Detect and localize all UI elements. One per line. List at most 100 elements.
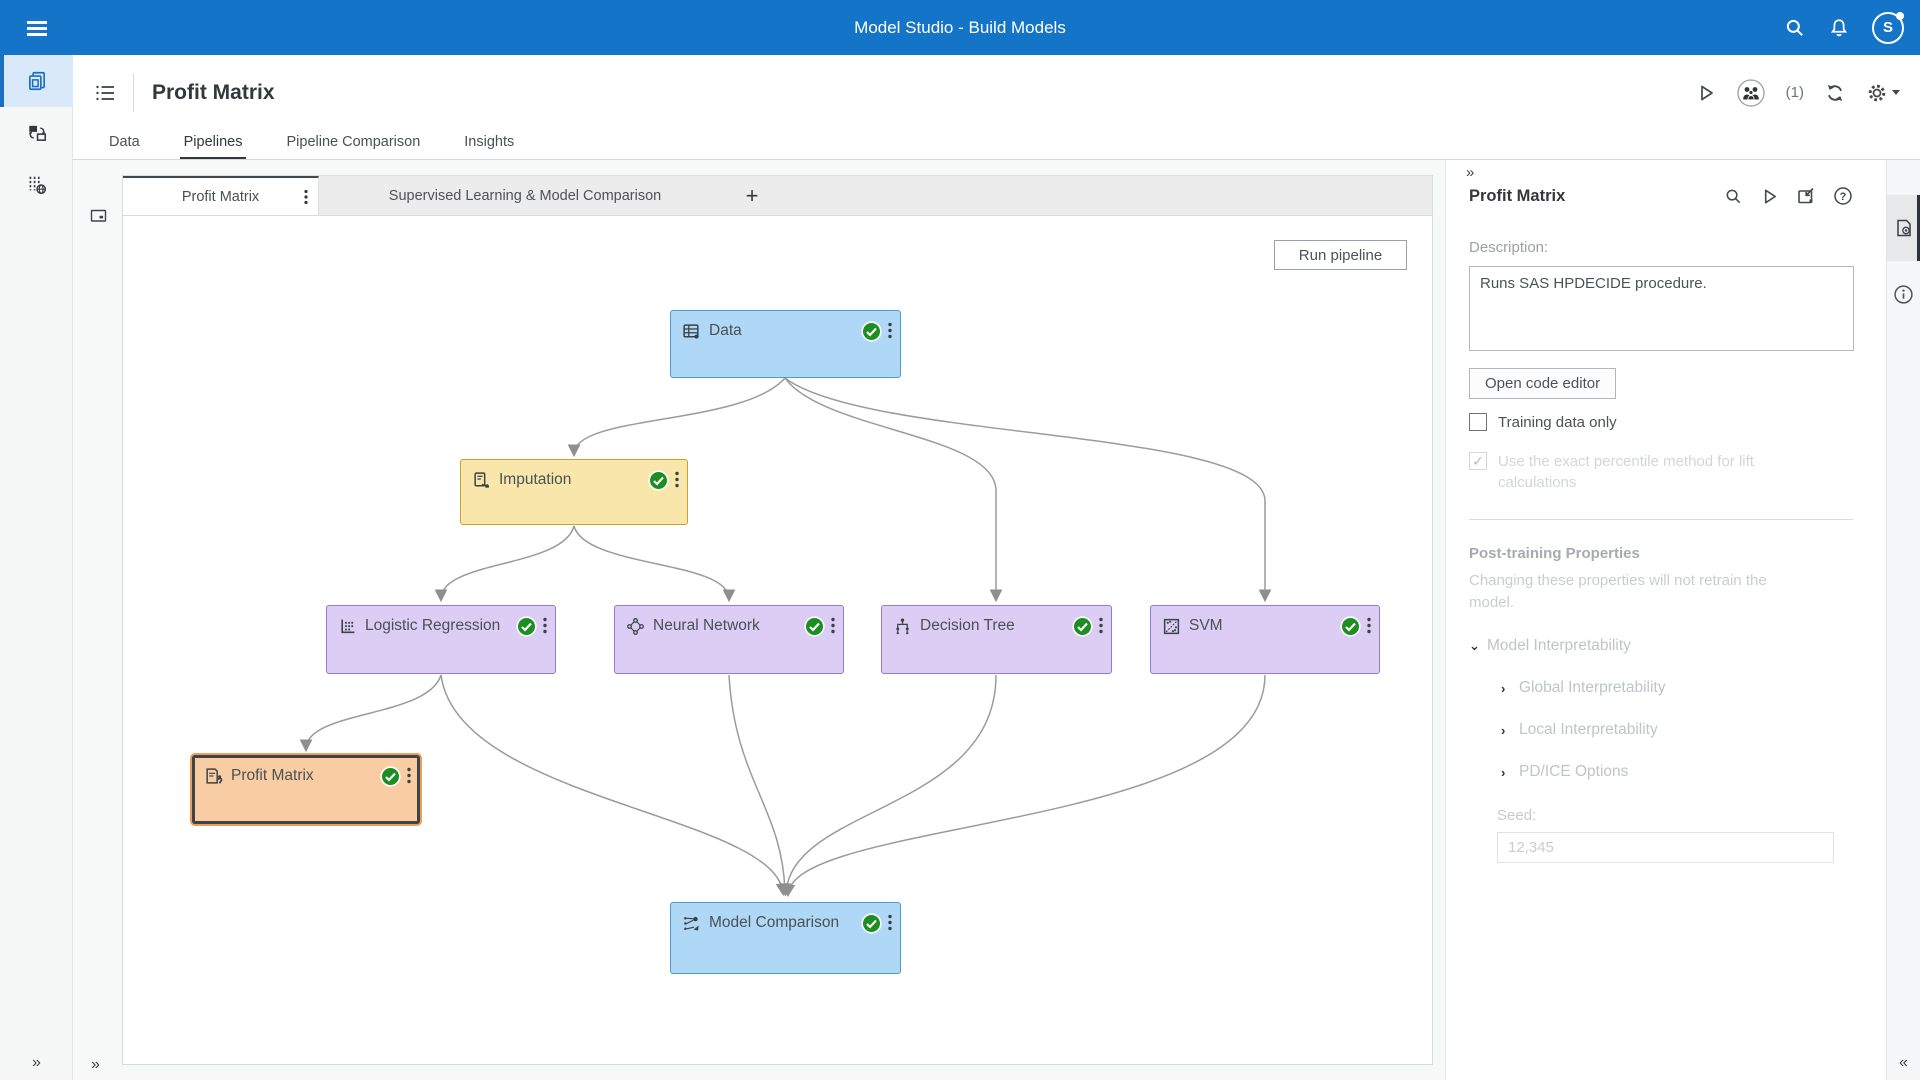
node-label: Data: [709, 321, 855, 340]
sidebar-item-build-models[interactable]: [0, 55, 73, 107]
exact-percentile-checkbox: ✓: [1469, 452, 1487, 470]
strip-expand-chevrons[interactable]: «: [1887, 1054, 1920, 1072]
logistic-regression-icon: [338, 617, 357, 636]
post-training-note: Changing these properties will not retra…: [1469, 570, 1809, 614]
node-svm[interactable]: SVM: [1150, 605, 1380, 674]
avatar-status-dot: [1896, 12, 1904, 20]
exact-percentile-label: Use the exact percentile method for lift…: [1498, 452, 1828, 493]
description-label: Description:: [1469, 239, 1853, 256]
data-table-icon: [682, 322, 701, 341]
imputation-icon: [472, 471, 491, 490]
sidebar-item-exchange[interactable]: [0, 107, 73, 159]
section-global-interpretability[interactable]: › Global Interpretability: [1501, 679, 1853, 697]
add-pipeline-button[interactable]: +: [731, 176, 773, 215]
chevron-down-icon: [1892, 90, 1900, 95]
success-status-icon: [804, 616, 825, 637]
header-divider: [133, 74, 134, 112]
settings-gear-menu[interactable]: [1866, 82, 1900, 104]
node-label: Decision Tree: [920, 616, 1066, 635]
search-icon[interactable]: [1784, 17, 1806, 39]
sidebar-expand-chevrons[interactable]: »: [0, 1054, 73, 1072]
run-node-icon[interactable]: [1760, 187, 1779, 206]
exact-percentile-row: ✓ Use the exact percentile method for li…: [1469, 452, 1853, 493]
global-data-icon: [26, 174, 48, 196]
success-status-icon: [516, 616, 537, 637]
page-title: Profit Matrix: [152, 81, 275, 105]
node-logistic-regression[interactable]: Logistic Regression: [326, 605, 556, 674]
pipeline-tab-supervised-learning[interactable]: Supervised Learning & Model Comparison: [319, 176, 731, 215]
section-model-interpretability[interactable]: ⌄ Model Interpretability: [1469, 637, 1853, 655]
project-list-icon[interactable]: [93, 81, 117, 105]
node-menu-icon[interactable]: [543, 617, 547, 634]
open-code-editor-button[interactable]: Open code editor: [1469, 368, 1616, 399]
svm-icon: [1162, 617, 1181, 636]
refresh-sync-icon[interactable]: [1824, 82, 1846, 104]
node-imputation[interactable]: Imputation: [460, 459, 688, 525]
collaborator-count: (1): [1786, 84, 1804, 101]
panel-expand-chevrons[interactable]: »: [1466, 164, 1474, 181]
gear-icon: [1866, 82, 1888, 104]
node-label: Neural Network: [653, 616, 798, 635]
node-menu-icon[interactable]: [407, 767, 411, 784]
tab-data[interactable]: Data: [109, 134, 140, 159]
sidebar-item-data-exchange[interactable]: [0, 159, 73, 211]
node-label: Imputation: [499, 470, 642, 489]
notifications-bell-icon[interactable]: [1828, 17, 1850, 39]
node-palette-icon[interactable]: [89, 206, 109, 226]
neural-network-icon: [626, 617, 645, 636]
node-neural-network[interactable]: Neural Network: [614, 605, 844, 674]
tab-pipeline-comparison[interactable]: Pipeline Comparison: [286, 134, 420, 159]
section-pd-ice-options[interactable]: › PD/ICE Options: [1501, 763, 1853, 781]
profit-matrix-icon: [204, 767, 223, 786]
pipeline-tabstrip: Profit Matrix Supervised Learning & Mode…: [122, 175, 1433, 215]
tab-pipelines[interactable]: Pipelines: [184, 134, 243, 159]
pipelines-icon: [26, 70, 48, 92]
search-properties-icon[interactable]: [1724, 187, 1743, 206]
properties-title: Profit Matrix: [1469, 187, 1724, 206]
node-menu-icon[interactable]: [1367, 617, 1371, 634]
training-data-only-label: Training data only: [1498, 413, 1617, 433]
right-icon-strip: «: [1886, 160, 1920, 1080]
app-sidebar: »: [0, 55, 73, 1080]
node-profit-matrix[interactable]: Profit Matrix: [192, 755, 420, 824]
strip-tab-info[interactable]: [1887, 261, 1920, 327]
application-bar: Model Studio - Build Models S: [0, 0, 1920, 55]
model-comparison-icon: [682, 914, 701, 933]
node-decision-tree[interactable]: Decision Tree: [881, 605, 1112, 674]
node-label: Model Comparison: [709, 913, 855, 932]
palette-expand-chevrons[interactable]: »: [91, 1056, 100, 1074]
main-tabbar: Data Pipelines Pipeline Comparison Insig…: [73, 130, 1920, 160]
collaborators-icon[interactable]: [1736, 78, 1766, 108]
node-data[interactable]: Data: [670, 310, 901, 378]
decision-tree-icon: [893, 617, 912, 636]
project-header: Profit Matrix (1): [73, 55, 1920, 130]
pipeline-tab-menu-icon[interactable]: [304, 189, 308, 205]
node-model-comparison[interactable]: Model Comparison: [670, 902, 901, 974]
run-pipeline-button[interactable]: Run pipeline: [1274, 240, 1407, 270]
user-avatar[interactable]: S: [1872, 12, 1904, 44]
node-menu-icon[interactable]: [1099, 617, 1103, 634]
run-project-icon[interactable]: [1696, 83, 1716, 103]
training-data-only-row: Training data only: [1469, 413, 1853, 433]
node-menu-icon[interactable]: [888, 914, 892, 931]
properties-panel: » Profit Matrix ? Description: Runs SAS …: [1445, 160, 1886, 1080]
pipeline-tab-profit-matrix[interactable]: Profit Matrix: [123, 176, 319, 215]
section-local-interpretability[interactable]: › Local Interpretability: [1501, 721, 1853, 739]
pipeline-canvas[interactable]: Run pipeline Data Imputation: [122, 215, 1433, 1065]
strip-tab-node-properties[interactable]: [1887, 195, 1920, 261]
chevron-down-icon: ⌄: [1469, 638, 1487, 654]
success-status-icon: [380, 766, 401, 787]
description-textarea[interactable]: Runs SAS HPDECIDE procedure.: [1469, 266, 1854, 351]
help-icon[interactable]: ?: [1833, 186, 1853, 206]
tab-insights[interactable]: Insights: [464, 134, 514, 159]
seed-input[interactable]: [1497, 832, 1834, 863]
node-properties-icon: [1894, 218, 1914, 238]
node-menu-icon[interactable]: [888, 322, 892, 339]
node-menu-icon[interactable]: [675, 471, 679, 488]
info-icon: [1893, 284, 1914, 305]
node-menu-icon[interactable]: [831, 617, 835, 634]
panel-divider: [1469, 519, 1853, 520]
training-data-only-checkbox[interactable]: [1469, 413, 1487, 431]
save-results-icon[interactable]: [1796, 186, 1816, 206]
exchange-icon: [26, 122, 48, 144]
